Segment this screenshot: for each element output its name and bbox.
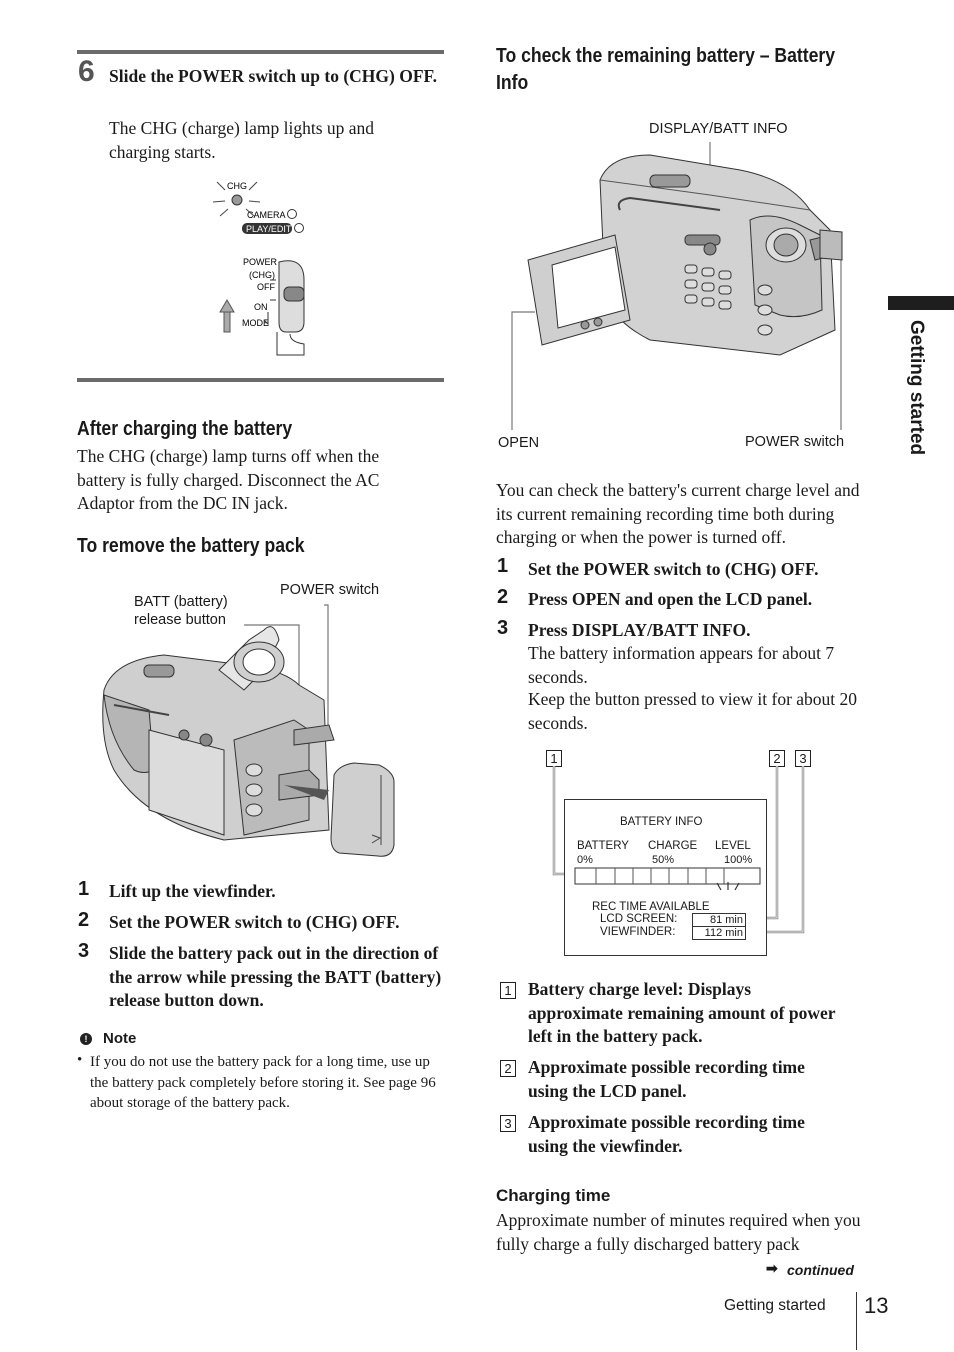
screen-lcd-label: LCD SCREEN: [600,913,678,925]
screen-p50: 50% [652,854,675,866]
check-step1-num: 1 [497,555,509,577]
power-switch-label-right: POWER switch [745,434,845,450]
remove-step3-num: 3 [78,940,90,962]
footer-divider [856,1292,857,1350]
callout-2: 2 [769,750,785,767]
continued-arrow-icon: ➡ [766,1260,778,1276]
screen-col-charge: CHARGE [648,840,698,852]
power-label: POWER [243,257,278,267]
playedit-label: PLAY/EDIT [246,224,292,234]
legend-2-num: 2 [500,1060,516,1077]
screen-title: BATTERY INFO [620,816,703,828]
page-number: 13 [864,1293,889,1318]
note-text: If you do not use the battery pack for a… [90,1054,436,1111]
screen-p0: 0% [577,854,593,866]
note-label: Note [103,1030,137,1047]
legend-1-text: Battery charge level: Displays approxima… [528,979,836,1046]
power-switch-figure: CHG CAMERA PLAY/EDIT POWER (CHG) OFF ON … [212,181,305,356]
power-switch-label: POWER switch [280,582,380,598]
remove-step1-num: 1 [78,878,90,900]
side-tab-label: Getting started [906,320,927,456]
remove-battery-heading: To remove the battery pack [77,535,305,557]
mode-label: MODE [242,318,269,328]
batt-label-2: release button [134,612,226,628]
step6-number: 6 [78,55,95,88]
note-bullet: • [77,1052,83,1068]
camera-battery-figure [102,604,395,857]
remove-step3-text: Slide the battery pack out in the direct… [109,943,442,1010]
check-step3-text: Press DISPLAY/BATT INFO. [528,620,751,640]
check-step3-desc1: The battery information appears for abou… [528,643,835,687]
legend-2-text: Approximate possible recording time usin… [528,1057,805,1101]
battery-info-intro: You can check the battery's current char… [496,480,860,547]
off-label: OFF [257,282,275,292]
check-step2-text: Press OPEN and open the LCD panel. [528,589,813,609]
charging-time-text: Approximate number of minutes required w… [496,1210,861,1254]
screen-p100: 100% [724,854,753,866]
after-charging-heading: After charging the battery [77,418,293,440]
screen-vf-label: VIEWFINDER: [600,926,676,938]
check-step3-num: 3 [497,617,509,639]
note-icon: ! [80,1033,92,1045]
batt-label-1: BATT (battery) [134,594,228,610]
legend-1-num: 1 [500,982,516,999]
display-batt-info-label: DISPLAY/BATT INFO [649,121,788,137]
screen-col-battery: BATTERY [577,840,629,852]
footer-section: Getting started [724,1297,826,1314]
screen-lcd-value: 81 min [692,913,746,927]
screen-col-level: LEVEL [715,840,751,852]
step6-title: Slide the POWER switch up to (CHG) OFF. [109,66,437,86]
callout-3: 3 [795,750,811,767]
charging-time-heading: Charging time [496,1186,611,1205]
remove-step2-text: Set the POWER switch to (CHG) OFF. [109,912,400,932]
legend-3-text: Approximate possible recording time usin… [528,1112,805,1156]
continued-label[interactable]: continued [787,1262,854,1278]
battery-info-heading-1: To check the remaining battery – Battery [496,45,836,67]
check-step1-text: Set the POWER switch to (CHG) OFF. [528,559,819,579]
remove-step1-text: Lift up the viewfinder. [109,881,276,901]
screen-vf-value: 112 min [692,926,746,940]
on-label: ON [254,302,268,312]
after-charging-text: The CHG (charge) lamp turns off when the… [77,446,380,513]
camera-lcd-figure [511,142,843,430]
remove-step2-num: 2 [78,909,90,931]
battery-info-heading-2: Info [496,72,529,94]
charge-level-bar [574,866,761,891]
camera-label: CAMERA [247,210,286,220]
chg-lamp-label: CHG [227,181,247,191]
top-rule [77,50,444,54]
section-rule [77,378,444,382]
chg-label: (CHG) [249,270,275,280]
legend-3-num: 3 [500,1115,516,1132]
side-tab-bar [888,296,954,310]
check-step3-desc2: Keep the button pressed to view it for a… [528,689,858,733]
screen-rec-time: REC TIME AVAILABLE [592,901,710,913]
step6-desc: The CHG (charge) lamp lights up and char… [109,118,375,162]
callout-1: 1 [546,750,562,767]
open-label: OPEN [498,435,540,451]
check-step2-num: 2 [497,586,509,608]
